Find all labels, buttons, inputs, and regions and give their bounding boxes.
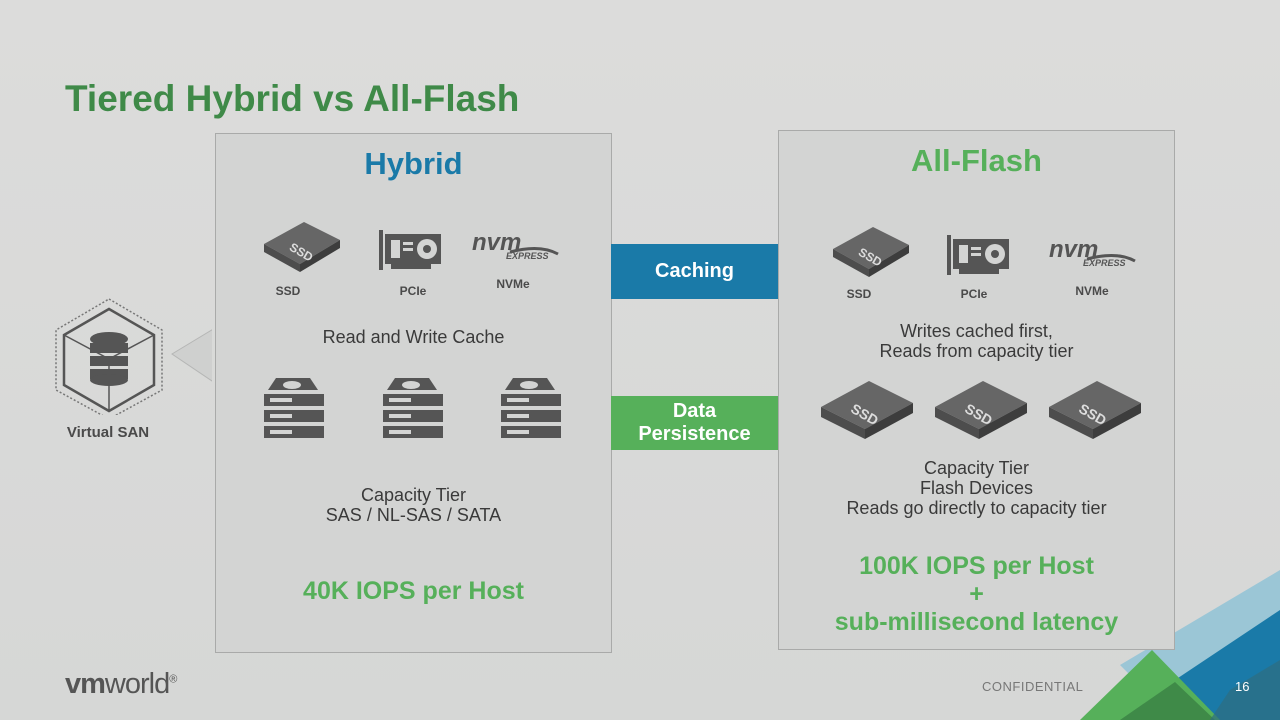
vmworld-logo: vmworld® bbox=[65, 668, 177, 701]
slide-title: Tiered Hybrid vs All-Flash bbox=[65, 78, 520, 119]
allflash-nvme-label: NVMe bbox=[1075, 284, 1109, 298]
logo-world: world bbox=[104, 668, 170, 700]
hdd-server-icon bbox=[383, 378, 443, 438]
allflash-iops-line-2: + bbox=[969, 580, 984, 608]
logo-vm: vm bbox=[65, 668, 106, 700]
allflash-capacity-line-1: Capacity Tier bbox=[923, 458, 1030, 478]
allflash-cache-line-2: Reads from capacity tier bbox=[879, 341, 1074, 361]
corner-decoration bbox=[1080, 570, 1280, 720]
pcie-card-icon bbox=[947, 235, 1009, 275]
ssd-icon: SSD bbox=[833, 227, 909, 277]
confidential-label: CONFIDENTIAL bbox=[982, 679, 1084, 694]
nvme-logo-icon: nvm EXPRESS bbox=[1049, 237, 1136, 268]
hybrid-title: Hybrid bbox=[364, 146, 463, 181]
allflash-title: All-Flash bbox=[911, 143, 1042, 178]
allflash-capacity-line-2: Flash Devices bbox=[919, 478, 1034, 498]
database-cube-icon bbox=[55, 298, 212, 415]
hybrid-cache-text: Read and Write Cache bbox=[322, 327, 505, 347]
page-number: 16 bbox=[1235, 679, 1250, 694]
allflash-pcie-label: PCIe bbox=[960, 287, 988, 301]
allflash-capacity-line-3: Reads go directly to capacity tier bbox=[846, 498, 1107, 518]
allflash-panel: All-Flash SSD SSD PCIe nvm EXPRESS NVMe … bbox=[778, 130, 1175, 650]
hybrid-capacity-line-2: SAS / NL-SAS / SATA bbox=[325, 505, 502, 525]
hybrid-capacity-line-1: Capacity Tier bbox=[360, 485, 467, 505]
hdd-server-icon bbox=[501, 378, 561, 438]
hybrid-pcie-label: PCIe bbox=[399, 284, 427, 298]
virtual-san-label: Virtual SAN bbox=[66, 424, 150, 441]
ssd-icon: SSD bbox=[935, 381, 1027, 439]
data-persistence-bar: Data Persistence bbox=[611, 396, 778, 450]
hybrid-ssd-label: SSD bbox=[275, 284, 301, 298]
ssd-icon: SSD bbox=[264, 222, 340, 272]
allflash-iops-line-1: 100K IOPS per Host bbox=[859, 552, 1094, 580]
caching-bar: Caching bbox=[611, 244, 778, 299]
svg-text:EXPRESS: EXPRESS bbox=[506, 251, 549, 261]
nvme-logo-icon: nvm EXPRESS bbox=[472, 230, 559, 261]
logo-mark: ® bbox=[169, 673, 177, 686]
svg-text:EXPRESS: EXPRESS bbox=[1083, 258, 1126, 268]
allflash-cache-line-1: Writes cached first, bbox=[900, 321, 1053, 341]
data-persistence-label: Data Persistence bbox=[638, 400, 751, 445]
hdd-server-icon bbox=[264, 378, 324, 438]
hybrid-nvme-label: NVMe bbox=[496, 277, 530, 291]
hybrid-iops: 40K IOPS per Host bbox=[303, 577, 524, 605]
ssd-icon: SSD bbox=[821, 381, 913, 439]
hybrid-panel: Hybrid SSD SSD PCIe nvm EXPRESS NVMe Rea… bbox=[215, 133, 612, 653]
ssd-icon: SSD bbox=[1049, 381, 1141, 439]
allflash-ssd-label: SSD bbox=[846, 287, 872, 301]
pcie-card-icon bbox=[379, 230, 441, 270]
allflash-iops-line-3: sub-millisecond latency bbox=[834, 608, 1119, 636]
